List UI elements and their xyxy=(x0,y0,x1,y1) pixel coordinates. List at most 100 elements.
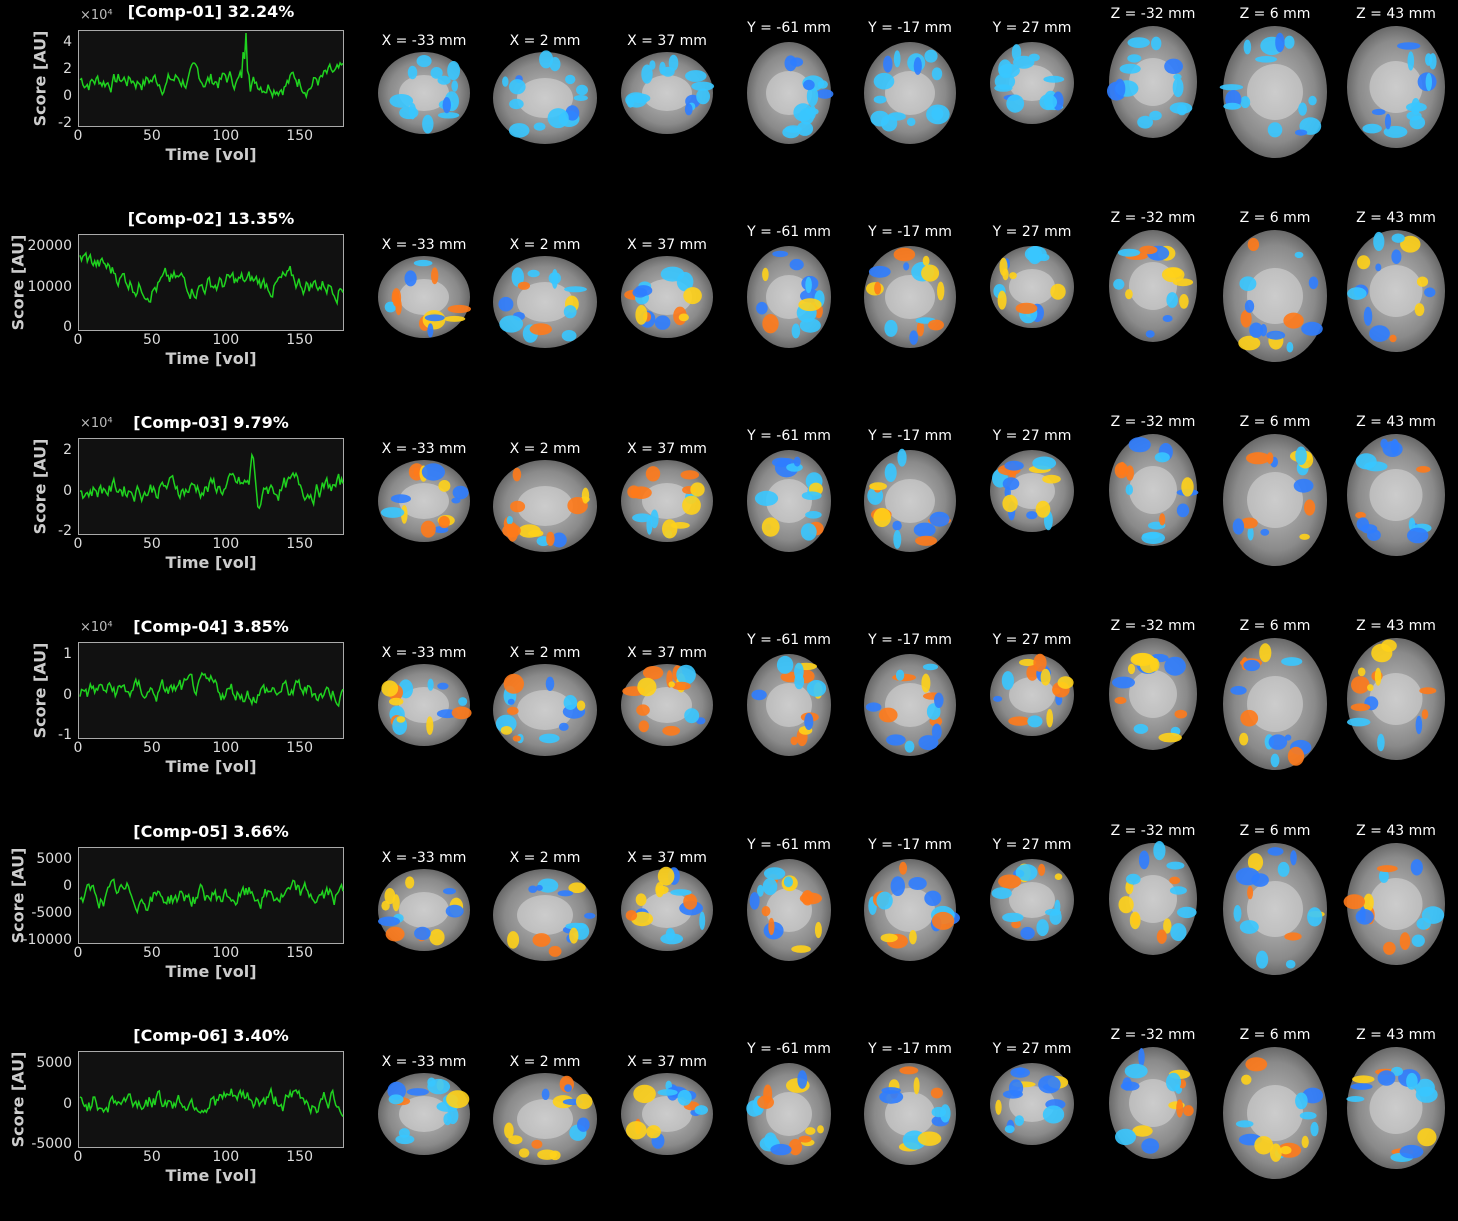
y-tick-label: 5000 xyxy=(36,1055,72,1071)
y-tick-label: 2 xyxy=(63,61,72,77)
brain-slice-image xyxy=(864,859,960,961)
y-tick-label: 0 xyxy=(63,319,72,335)
component-title: [Comp-04] 3.85% xyxy=(133,617,289,636)
y-tick-label: 0 xyxy=(63,482,72,499)
slice-coordinate-label: Z = 6 mm xyxy=(1239,618,1311,634)
y-tick-label: -2 xyxy=(58,115,72,131)
brain-slice-image xyxy=(864,654,956,756)
x-tick-label: 50 xyxy=(142,945,161,961)
x-tick-label: 150 xyxy=(286,740,314,756)
y-axis-label: Score [AU] xyxy=(8,1051,28,1147)
brain-slice-image xyxy=(747,450,831,552)
axis-exponent: ×10⁴ xyxy=(80,620,113,635)
y-tick-label: -10000 xyxy=(22,932,72,948)
score-trace xyxy=(79,1086,344,1118)
timecourse-plot xyxy=(79,878,344,915)
component-title: [Comp-03] 9.79% xyxy=(133,413,289,432)
slice-coordinate-label: X = 2 mm xyxy=(509,645,581,661)
x-axis-label: Time [vol] xyxy=(165,1166,257,1185)
brain-slice-image xyxy=(990,653,1074,736)
component-title: [Comp-05] 3.66% xyxy=(133,822,289,841)
x-tick-label: 150 xyxy=(286,536,314,552)
timecourse-axes xyxy=(78,30,344,127)
brain-slice-image xyxy=(493,256,597,348)
x-axis-label: Time [vol] xyxy=(165,349,257,368)
slice-coordinate-label: Y = 27 mm xyxy=(992,632,1072,648)
brain-slice-image xyxy=(747,42,834,144)
slice-coordinate-label: X = 37 mm xyxy=(627,850,707,866)
brain-slice-image xyxy=(990,42,1074,124)
axis-exponent: ×10⁴ xyxy=(80,8,113,23)
brain-slice-image xyxy=(378,1073,470,1155)
brain-slice-image xyxy=(378,52,470,134)
slice-coordinate-label: Z = 43 mm xyxy=(1356,414,1436,430)
x-tick-label: 50 xyxy=(142,128,161,144)
slice-coordinate-label: Y = 27 mm xyxy=(992,428,1072,444)
brain-slice-image xyxy=(1347,26,1445,148)
timecourse-plot xyxy=(79,251,344,307)
x-axis-label: Time [vol] xyxy=(165,962,257,981)
timecourse-axes xyxy=(78,234,344,331)
brain-slice-image xyxy=(493,1073,597,1165)
slice-coordinate-label: X = 2 mm xyxy=(509,237,581,253)
x-tick-label: 0 xyxy=(73,128,83,144)
x-tick-label: 0 xyxy=(73,1149,83,1165)
slice-coordinate-label: X = 2 mm xyxy=(509,441,581,457)
x-tick-label: 50 xyxy=(142,740,161,756)
brain-slice-image xyxy=(864,1063,956,1165)
timecourse-plot xyxy=(79,671,344,708)
score-trace xyxy=(79,452,344,510)
slice-coordinate-label: Y = -61 mm xyxy=(747,1041,831,1057)
slice-coordinate-label: Y = -17 mm xyxy=(868,1041,952,1057)
brain-slice-image xyxy=(378,460,470,542)
brain-slice-image xyxy=(378,869,470,951)
slice-coordinate-label: Y = -61 mm xyxy=(747,224,831,240)
slice-coordinate-label: Z = -32 mm xyxy=(1110,823,1196,839)
brain-slice-image xyxy=(621,52,715,134)
brain-slice-image xyxy=(1346,1047,1445,1169)
brain-slice-image xyxy=(1223,434,1327,566)
score-trace xyxy=(79,878,344,915)
slice-coordinate-label: X = 2 mm xyxy=(509,33,581,49)
component-title: [Comp-02] 13.35% xyxy=(127,209,295,228)
timecourse-plot xyxy=(79,452,344,510)
x-tick-label: 100 xyxy=(212,945,240,961)
x-tick-label: 100 xyxy=(212,536,240,552)
brain-slice-image xyxy=(1109,434,1199,546)
slice-coordinate-label: Y = -17 mm xyxy=(868,837,952,853)
brain-slice-image xyxy=(1343,843,1445,965)
x-axis-label: Time [vol] xyxy=(165,757,257,776)
slice-coordinate-label: X = 37 mm xyxy=(627,1054,707,1070)
score-trace xyxy=(79,251,344,307)
score-trace xyxy=(79,32,344,100)
y-tick-label: -1 xyxy=(58,727,72,743)
y-tick-label: 10000 xyxy=(27,278,72,295)
y-axis-label: Score [AU] xyxy=(8,234,28,330)
x-tick-label: 0 xyxy=(73,945,83,961)
slice-coordinate-label: Z = -32 mm xyxy=(1110,618,1196,634)
x-axis-label: Time [vol] xyxy=(165,145,257,164)
x-tick-label: 50 xyxy=(142,536,161,552)
x-tick-label: 100 xyxy=(212,740,240,756)
brain-slice-image xyxy=(747,246,831,348)
brain-slice-image xyxy=(493,664,597,756)
slice-coordinate-label: Y = -17 mm xyxy=(868,20,952,36)
timecourse-axes xyxy=(78,1051,344,1148)
slice-coordinate-label: X = -33 mm xyxy=(381,237,467,253)
y-axis-label: Score [AU] xyxy=(8,847,28,943)
brain-slice-image xyxy=(1219,26,1327,158)
slice-coordinate-label: Z = -32 mm xyxy=(1110,1027,1196,1043)
y-axis-label: Score [AU] xyxy=(30,30,50,126)
slice-coordinate-label: Y = -17 mm xyxy=(868,224,952,240)
slice-coordinate-label: Y = -17 mm xyxy=(868,632,952,648)
slice-coordinate-label: X = 37 mm xyxy=(627,645,707,661)
brain-slice-image xyxy=(990,450,1074,532)
slice-coordinate-label: X = -33 mm xyxy=(381,441,467,457)
brain-slice-image xyxy=(990,1063,1074,1145)
brain-slice-image xyxy=(747,654,831,756)
brain-slice-image xyxy=(621,460,713,542)
timecourse-plot xyxy=(79,1086,344,1118)
slice-coordinate-label: Y = -17 mm xyxy=(868,428,952,444)
brain-slice-image xyxy=(1107,26,1197,138)
y-tick-label: 0 xyxy=(63,686,72,703)
